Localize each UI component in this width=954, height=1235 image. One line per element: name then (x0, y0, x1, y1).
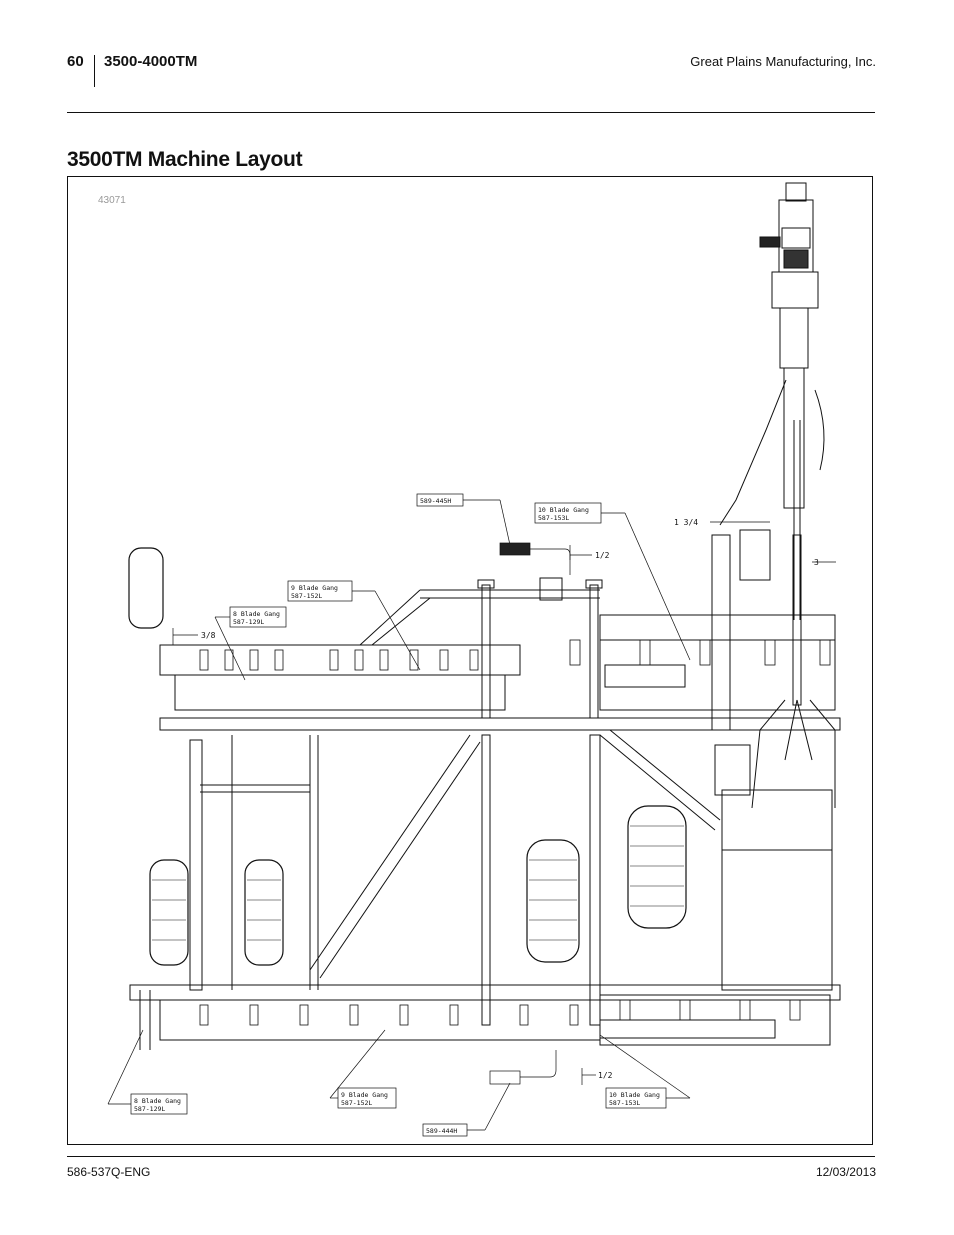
callout-gang8-top-2: 587-129L (233, 618, 264, 626)
hitch-assembly (719, 182, 825, 620)
dim-half-top: 1/2 (595, 551, 610, 560)
dimension-labels: 1/2 3/8 1 3/4 3 1/2 (201, 518, 819, 1080)
page-number: 60 (67, 53, 84, 70)
figure-frame (67, 176, 873, 1145)
callout-hose-bottom: 589-444H (426, 1127, 457, 1135)
callout-hose-top: 589-445H (420, 497, 451, 505)
doc-date: 12/03/2013 (815, 1165, 876, 1179)
dim-three: 3 (814, 558, 819, 567)
dim-half-bottom: 1/2 (598, 1071, 613, 1080)
rear-frame (129, 984, 841, 1050)
callout-gang9-top-1: 9 Blade Gang (291, 584, 338, 592)
dim-three-eighths: 3/8 (201, 631, 216, 640)
front-gangs (199, 639, 831, 671)
doc-number: 586-537Q-ENG (67, 1165, 151, 1179)
callouts (107, 493, 836, 1137)
callout-gang10-top-2: 587-153L (538, 514, 569, 522)
callout-gang10-bot-1: 10 Blade Gang (609, 1091, 660, 1099)
machine-layout-drawing: 589-445H 10 Blade Gang 587-153L 9 Blade … (107, 182, 841, 1137)
header-divider (94, 55, 95, 87)
figure-number: 43071 (98, 195, 126, 206)
header-rule (67, 112, 875, 113)
callout-labels: 589-445H 10 Blade Gang 587-153L 9 Blade … (134, 497, 660, 1135)
rear-gangs (199, 999, 801, 1026)
callout-gang9-bot-1: 9 Blade Gang (341, 1091, 388, 1099)
callout-gang8-bot-1: 8 Blade Gang (134, 1097, 181, 1105)
callout-gang8-bot-2: 587-129L (134, 1105, 165, 1113)
page-title: 3500TM Machine Layout (67, 148, 303, 171)
company-name: Great Plains Manufacturing, Inc. (690, 54, 876, 69)
callout-gang8-top-1: 8 Blade Gang (233, 610, 280, 618)
dim-one-three-quarters: 1 3/4 (674, 518, 698, 527)
main-frame (189, 729, 833, 1026)
callout-gang10-bot-2: 587-153L (609, 1099, 640, 1107)
callout-gang10-top-1: 10 Blade Gang (538, 506, 589, 514)
footer-rule (67, 1156, 875, 1157)
front-frame (159, 529, 841, 809)
transport-wheels (128, 547, 687, 966)
callout-gang9-bot-2: 587-152L (341, 1099, 372, 1107)
callout-gang9-top-2: 587-152L (291, 592, 322, 600)
model-name: 3500-4000TM (104, 53, 198, 70)
